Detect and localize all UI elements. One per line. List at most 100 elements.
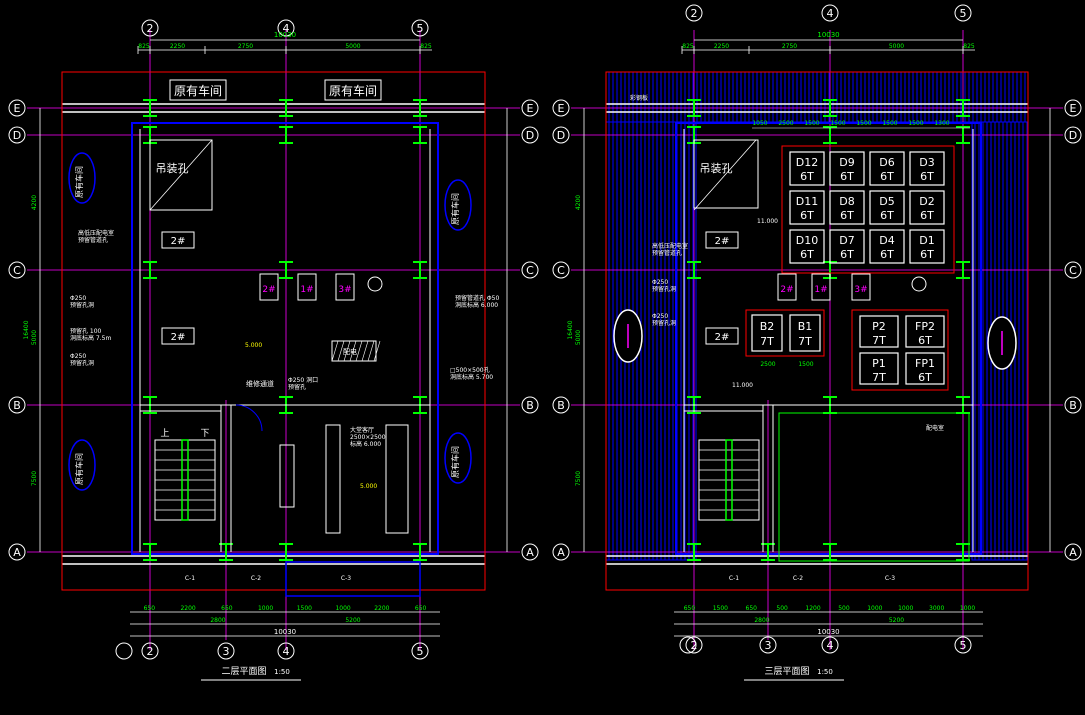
axis-bubble-bottom-a4-circle [277,642,295,660]
dim-top-seg: 2250 [714,43,729,50]
fan-circle [367,276,383,292]
dim-bottom-seg: 3000 [929,605,944,612]
machine-box [851,273,871,301]
d-cell-cap: 6T [800,209,814,222]
d-cell-cap: 6T [840,170,854,183]
dim-top-seg: 5000 [889,43,904,50]
axis-bubble-right-C-circle [1064,261,1082,279]
stair-rail [725,439,733,521]
axis-bubble-left-B-circle [552,396,570,414]
machine-box [259,273,279,301]
callout-line: 2500×2500 [350,434,386,441]
dim-top-seg: 2750 [238,43,253,50]
d-cell-id: D9 [839,156,854,169]
axis-bubble-bottom-a5-circle [954,636,972,654]
sheet-label: 彩钢板 [630,94,648,102]
stair-rail [181,439,189,521]
axis-bubble-right-B: B [1069,399,1077,412]
d-cell-id: D10 [796,234,818,247]
axis-bubble-left-B: B [557,399,565,412]
dim-inner: 1500 [856,120,871,127]
axis-bubble-right-D: D [526,129,534,142]
axis-bubble-top-a5-circle [954,4,972,22]
d-cell [829,151,865,186]
b-cell [751,314,783,352]
callout-line: 洞底标高 7.5m [70,334,111,342]
axis-bubble-left-D: D [557,129,565,142]
axis-bubble-left-A: A [13,546,21,559]
dim-bottom-seg: 650 [144,605,156,612]
room-tag-box [169,79,227,101]
axis-bubble-right-C: C [526,264,534,277]
beam-label: C-3 [341,575,351,582]
room-top-left: 原有车间 [174,83,222,98]
dim-left-seg: 5000 [575,330,582,345]
machine-box [811,273,831,301]
axis-bubble-top-a2: 2 [147,22,154,35]
plan-scale: 1:50 [817,668,833,676]
dim-left-seg: 7500 [31,471,38,486]
axis-bubble-bottom-a4-circle [821,636,839,654]
dim-bottom-seg: 650 [684,605,696,612]
axis-bubble-bottom-a2-circle [685,636,703,654]
p-cell [859,315,899,348]
axis-bubble-top-a5-circle [411,19,429,37]
dim-bottom-sub: 5200 [345,617,360,624]
axis-bubble-bottom-a4: 4 [827,639,834,652]
axis-bubble-right-A: A [526,546,534,559]
unit-box [705,327,739,345]
axis-bubble-top-a4-circle [821,4,839,22]
d-cell-cap: 6T [800,248,814,261]
d-cell-cap: 6T [880,209,894,222]
axis-bubble-left-C-circle [8,261,26,279]
beam-label: C-1 [729,575,739,582]
dim-left-seg: 4200 [31,195,38,210]
axis-bubble-left-C: C [557,264,565,277]
axis-bubble-right-E: E [527,102,534,115]
cabinet-3 [279,444,295,508]
callout-c9: □500×500孔洞底标高 5.700 [450,366,493,381]
d-cell-cap: 6T [840,248,854,261]
callout-line: 高低压配电室 [78,229,114,237]
dim-inner: 1500 [804,120,819,127]
callout-line: 标高 6.000 [350,440,381,448]
axis-bubble-bottom-a3-circle [217,642,235,660]
dim-bottom-seg: 1000 [867,605,882,612]
axis-bubble-left-D-circle [552,126,570,144]
hoist-label: 吊装孔 [700,162,733,175]
dim-top-total: 10030 [274,31,296,39]
side-label-right_lower: 原有车间 [450,446,460,478]
callout-line: □500×500孔 [450,366,490,374]
dim-inner: 2500 [778,120,793,127]
d-cell [909,151,945,186]
unit-label: 2# [171,236,186,247]
side-ellipse-right_upper [444,179,472,231]
callout-line: 预留孔 [288,383,306,391]
elev-right: 11.000 [732,382,753,389]
dim-bottom-seg: 650 [746,605,758,612]
elev-1: 5.000 [245,342,262,349]
axis-bubble-left-C: C [13,264,21,277]
axis-bubble-right-A-circle [521,543,539,561]
unit-box [705,231,739,249]
axis-bubble-top-a2: 2 [691,7,698,20]
axis-bubble-right-B: B [526,399,534,412]
axis-bubble-bottom-a5: 5 [960,639,967,652]
b-frame [745,309,825,357]
axis-bubble-left-E-circle [552,99,570,117]
room-tag-box [324,79,382,101]
axis-bubble-right-C: C [1069,264,1077,277]
axis-bubble-left-E-circle [8,99,26,117]
hatched-block [331,340,377,362]
callout-line: 大堂客厅 [350,426,374,434]
hatch [331,340,339,362]
dim-top-seg: 2750 [782,43,797,50]
b-cell-cap: 7T [798,335,812,348]
hatch [349,340,357,362]
unit-label: 2# [715,236,730,247]
p-cell-cap: 7T [872,334,886,347]
dim-inner: 1300 [934,120,949,127]
